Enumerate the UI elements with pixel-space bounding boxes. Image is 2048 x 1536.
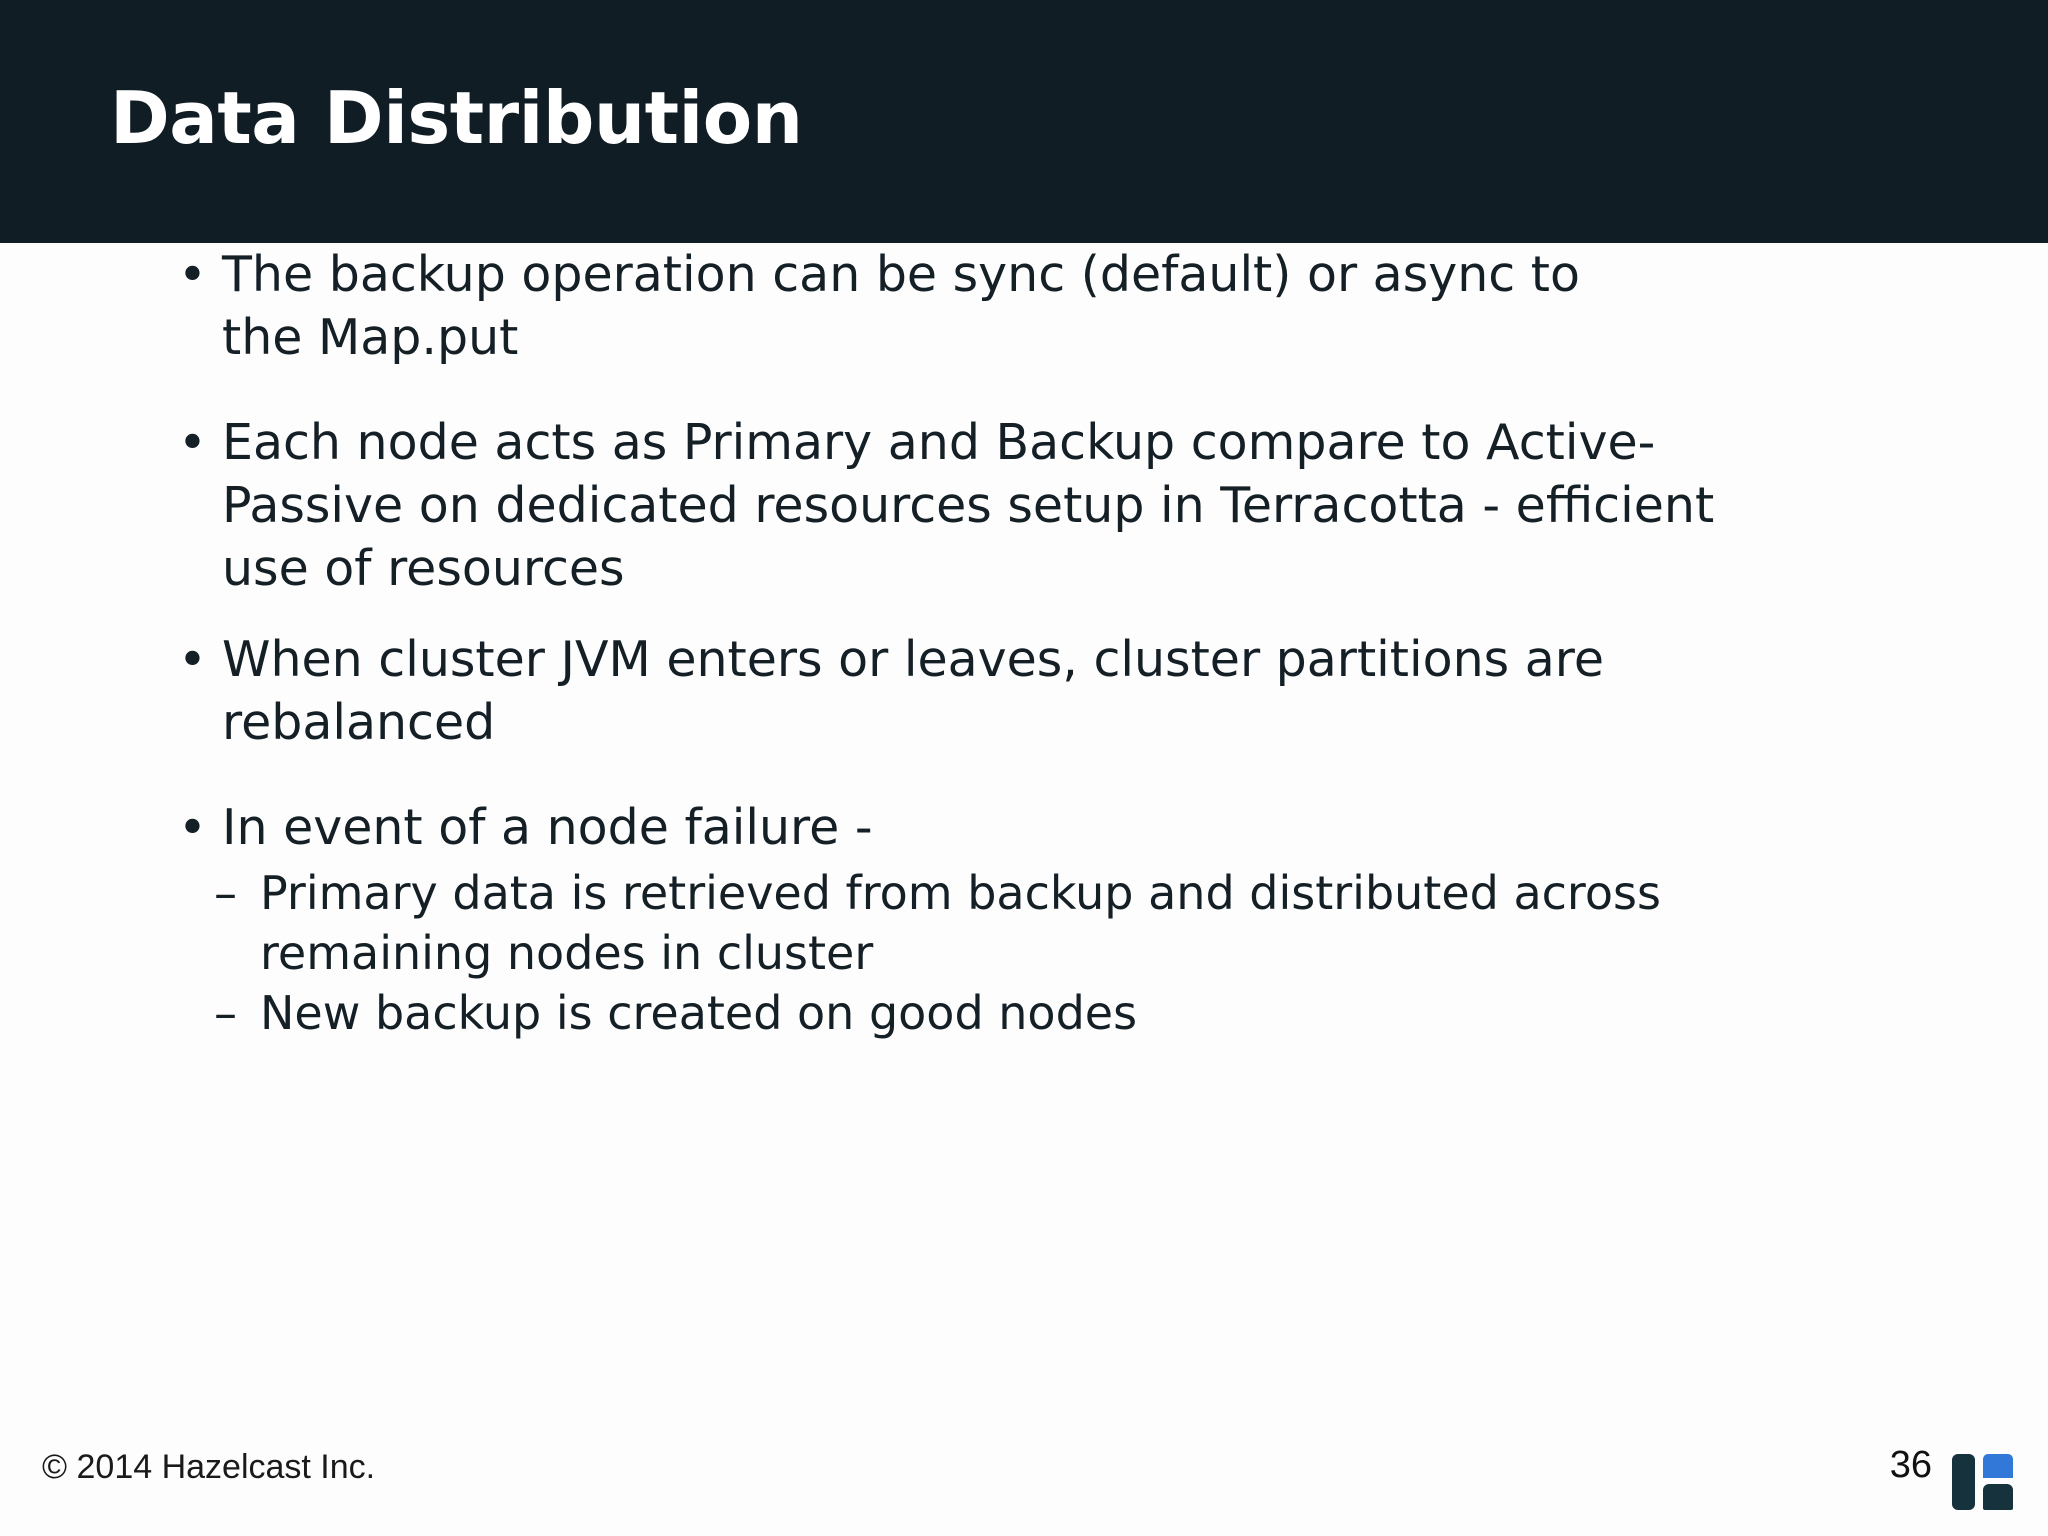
bullet-marker-icon: •	[178, 246, 207, 303]
sub-bullet-dash-icon: –	[214, 986, 237, 1040]
bullet-item: • When cluster JVM enters or leaves, clu…	[0, 628, 1640, 754]
logo-blue-square	[1983, 1454, 2013, 1478]
slide-footer: © 2014 Hazelcast Inc. 36	[0, 1416, 2048, 1536]
sub-bullet-item: – Primary data is retrieved from backup …	[0, 863, 1760, 983]
bullet-marker-icon: •	[178, 631, 207, 688]
slide-content: • The backup operation can be sync (defa…	[0, 243, 2048, 1403]
sub-bullet-dash-icon: –	[214, 866, 237, 920]
bullet-marker-icon: •	[178, 799, 207, 856]
logo-dark-square	[1983, 1484, 2013, 1510]
bullet-text: Each node acts as Primary and Backup com…	[222, 414, 1715, 597]
bullet-item: • In event of a node failure -	[0, 796, 1800, 859]
hazelcast-logo-icon	[1952, 1450, 2014, 1514]
bullet-text: The backup operation can be sync (defaul…	[222, 246, 1580, 366]
copyright-notice: © 2014 Hazelcast Inc.	[42, 1448, 376, 1486]
slide-title-bar: Data Distribution	[0, 0, 2048, 243]
page-number: 36	[1889, 1444, 1932, 1486]
bullet-text: In event of a node failure -	[222, 799, 873, 856]
bullet-marker-icon: •	[178, 414, 207, 471]
sub-bullet-text: Primary data is retrieved from backup an…	[260, 866, 1661, 980]
bullet-text: When cluster JVM enters or leaves, clust…	[222, 631, 1604, 751]
bullet-item: • The backup operation can be sync (defa…	[0, 243, 1640, 369]
logo-left-bar	[1952, 1454, 1975, 1510]
sub-bullet-text: New backup is created on good nodes	[260, 986, 1138, 1040]
bullet-item: • Each node acts as Primary and Backup c…	[0, 411, 1780, 600]
sub-bullet-item: – New backup is created on good nodes	[0, 983, 1760, 1043]
page-title: Data Distribution	[110, 76, 803, 160]
